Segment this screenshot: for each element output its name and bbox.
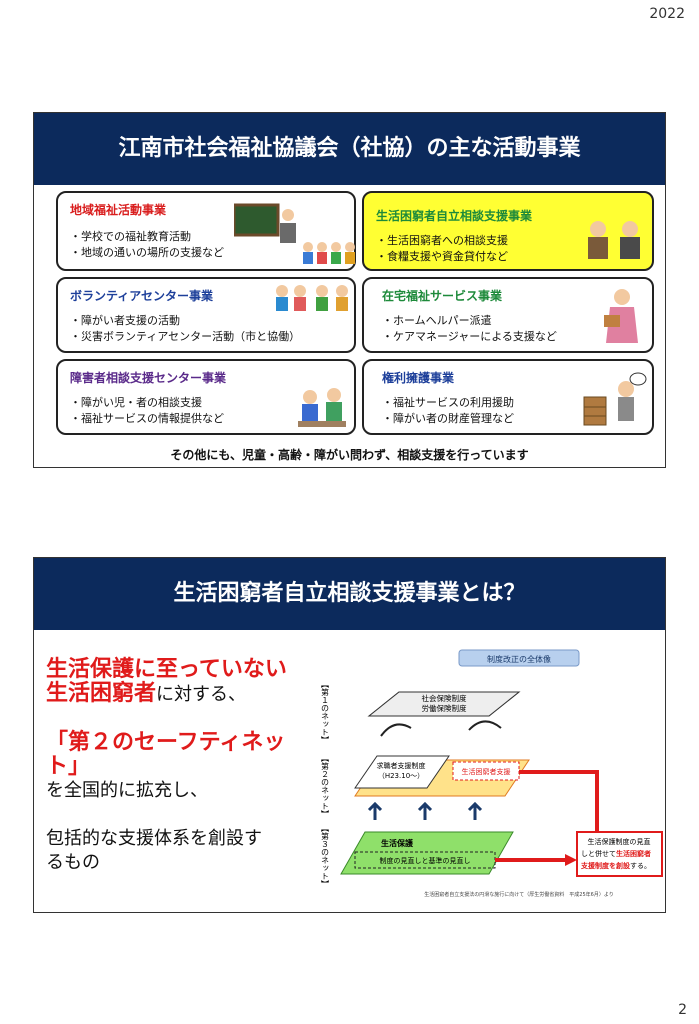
box-lines: ・学校での福祉教育活動 ・地域の通いの場所の支援など	[70, 229, 224, 261]
up-arrow-1	[367, 801, 383, 820]
diagram-header: 制度改正の全体像	[487, 654, 551, 664]
box-line: ・障がい者の財産管理など	[382, 412, 514, 425]
page-year: 2022	[649, 6, 685, 22]
layer-3-title: 生活保護	[381, 838, 414, 848]
consultation-illustration	[588, 221, 640, 259]
body-text: るもの	[46, 852, 100, 873]
box-line: ・学校での福祉教育活動	[70, 230, 191, 243]
slide-1: 江南市社会福祉協議会（社協）の主な活動事業 地域福祉活動事業 ・学校での福祉教育…	[33, 112, 666, 468]
layer-3-plane	[340, 831, 514, 875]
safety-net-diagram: 制度改正の全体像 【第１のネット】 【第２のネット】 【第３のネット】 社会保険…	[321, 649, 663, 898]
box-title: 地域福祉活動事業	[70, 203, 167, 217]
slide-2-title: 生活困窮者自立相談支援事業とは？	[34, 558, 665, 630]
red-connector	[519, 770, 599, 848]
red-line: 生活保護に至っていない	[46, 657, 287, 682]
slide-1-title: 江南市社会福祉協議会（社協）の主な活動事業	[34, 113, 665, 185]
box-lines: ・生活困窮者への相談支援 ・食糧支援や資金貸付など	[376, 233, 508, 265]
box-lines: ・福祉サービスの利用援助 ・障がい者の財産管理など	[382, 395, 514, 427]
red-arrow-head	[565, 854, 577, 866]
box-line: ・障がい者支援の活動	[70, 314, 180, 327]
red-text: 生活困窮者	[46, 681, 157, 706]
layer-2-line-1: 求職者支援制度	[377, 761, 426, 770]
net-label-3: 【第３のネット】	[321, 824, 330, 888]
box-lines: ・障がい児・者の相談支援 ・福祉サービスの情報提供など	[70, 395, 224, 427]
box-community-welfare: 地域福祉活動事業 ・学校での福祉教育活動 ・地域の通いの場所の支援など	[56, 191, 356, 271]
callout-line-2: しと併せて生活困窮者	[581, 849, 651, 858]
box-volunteer-center: ボランティアセンター事業 ・障がい者支援の活動 ・災害ボランティアセンター活動（…	[56, 277, 356, 353]
box-line: ・ケアマネージャーによる支援など	[382, 330, 557, 343]
layer-2-right: 生活困窮者支援	[462, 767, 511, 776]
box-livelihood-support: 生活困窮者自立相談支援事業 ・生活困窮者への相談支援 ・食糧支援や資金貸付など	[362, 191, 654, 271]
body-text: に対する、	[156, 684, 247, 705]
box-line: ・福祉サービスの利用援助	[382, 396, 514, 409]
diagram-header-box	[458, 649, 580, 667]
box-title: 障害者相談支援センター事業	[70, 371, 227, 385]
slide-2: 生活困窮者自立相談支援事業とは？ 生活保護に至っていない 生活困窮者に対する、 …	[33, 557, 666, 913]
elderly-asset-illustration	[583, 372, 647, 426]
box-lines: ・ホームヘルパー派遣 ・ケアマネージャーによる支援など	[382, 313, 557, 345]
layer-1-line-2: 労働保険制度	[422, 703, 467, 713]
volunteers-illustration	[276, 285, 348, 311]
box-disability-support-center: 障害者相談支援センター事業 ・障がい児・者の相談支援 ・福祉サービスの情報提供な…	[56, 359, 356, 435]
box-line: ・福祉サービスの情報提供など	[70, 412, 224, 425]
box-line: ・食糧支援や資金貸付など	[376, 250, 508, 263]
diagram-source: 生活困窮者自立支援法の円滑な施行に向けて（厚生労働省資料 平成25年6月）より	[424, 891, 613, 898]
box-line: ・地域の通いの場所の支援など	[70, 246, 224, 259]
box-lines: ・障がい者支援の活動 ・災害ボランティアセンター活動（市と協働）	[70, 313, 300, 345]
layer-1-line-1: 社会保険制度	[422, 693, 467, 703]
net-label-2: 【第２のネット】	[321, 754, 330, 818]
slide-1-footer: その他にも、児童・高齢・障がい問わず、相談支援を行っています	[170, 448, 529, 462]
up-arrow-2	[417, 801, 433, 820]
disability-consultation-illustration	[298, 388, 346, 427]
box-line: ・生活困窮者への相談支援	[376, 234, 508, 247]
slide-2-body: 生活保護に至っていない 生活困窮者に対する、 「第２のセーフティネット」 を全国…	[46, 658, 316, 875]
body-text: を全国的に拡充し、	[46, 780, 208, 801]
home-helper-illustration	[604, 289, 638, 343]
box-home-welfare: 在宅福祉サービス事業 ・ホームヘルパー派遣 ・ケアマネージャーによる支援など	[362, 277, 654, 353]
box-title: 権利擁護事業	[382, 371, 455, 385]
box-rights-advocacy: 権利擁護事業 ・福祉サービスの利用援助 ・障がい者の財産管理など	[362, 359, 654, 435]
layer-2-line-2: （H23.10～）	[378, 772, 424, 780]
callout-line-3: 支援制度を創設する。	[580, 861, 651, 870]
net-label-1: 【第１のネット】	[321, 680, 330, 744]
callout-line-1: 生活保護制度の見直	[588, 837, 651, 846]
curve-arrow-left	[380, 723, 412, 737]
teacher-classroom-illustration	[234, 203, 355, 264]
box-title: 在宅福祉サービス事業	[382, 289, 503, 303]
page-number: 2	[678, 1002, 687, 1018]
up-arrow-3	[467, 801, 483, 820]
box-title: 生活困窮者自立相談支援事業	[376, 209, 533, 223]
callout-box	[576, 831, 663, 877]
box-line: ・障がい児・者の相談支援	[70, 396, 202, 409]
body-text: 包括的な支援体系を創設す	[46, 828, 262, 849]
curve-arrow-right	[468, 720, 502, 731]
red-line: 「第２のセーフティネット」	[46, 730, 286, 779]
box-line: ・ホームヘルパー派遣	[382, 314, 492, 327]
layer-2-left-plane	[354, 755, 450, 789]
box-title: ボランティアセンター事業	[70, 289, 214, 303]
layer-3-sub: 制度の見直しと基準の見直し	[380, 856, 471, 865]
box-line: ・災害ボランティアセンター活動（市と協働）	[70, 330, 301, 343]
